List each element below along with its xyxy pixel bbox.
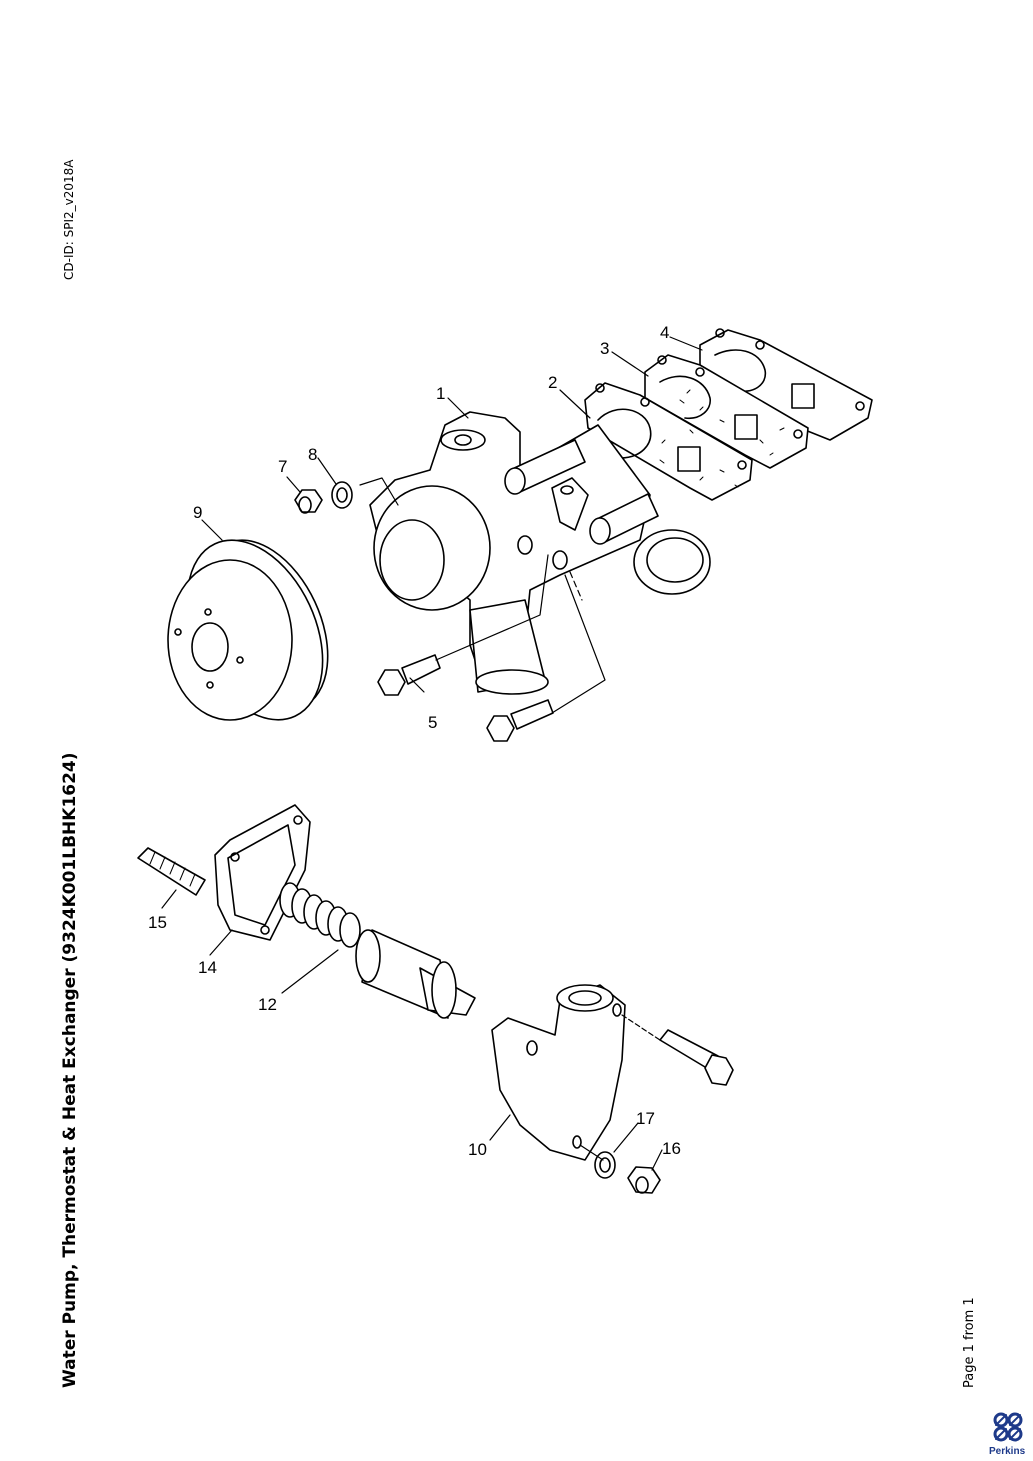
callout-16: 16 <box>662 1139 681 1158</box>
perkins-logo <box>993 1412 1023 1442</box>
assembly-lines-thermostat <box>579 1014 661 1161</box>
bolt-5b <box>486 699 554 742</box>
assembly-lines <box>359 477 606 714</box>
water-pump-body <box>369 411 711 695</box>
pulley <box>167 539 329 721</box>
callout-1: 1 <box>436 384 445 403</box>
nut-7 <box>294 489 323 514</box>
callout-15: 15 <box>148 913 167 932</box>
washer-8 <box>331 481 353 509</box>
bolt-5a <box>377 654 441 696</box>
gasket-2 <box>584 382 753 501</box>
callout-3: 3 <box>600 339 609 358</box>
callout-7: 7 <box>278 457 287 476</box>
callout-10: 10 <box>468 1140 487 1159</box>
spring-12 <box>279 882 361 948</box>
callout-17: 17 <box>636 1109 655 1128</box>
callout-4: 4 <box>660 323 669 342</box>
gasket-texture <box>659 429 739 488</box>
nut-16 <box>627 1166 661 1194</box>
callout-2: 2 <box>548 373 557 392</box>
bolt-housing <box>659 1029 734 1086</box>
stud-15 <box>137 847 206 896</box>
callout-labels: 1 2 3 4 5 7 8 9 10 12 14 15 16 17 <box>148 323 681 1159</box>
callout-14: 14 <box>198 958 217 977</box>
callout-leaders <box>161 336 703 1171</box>
thermostat-housing-10 <box>491 984 626 1161</box>
thermostat <box>355 929 476 1019</box>
callout-12: 12 <box>258 995 277 1014</box>
callout-8: 8 <box>308 445 317 464</box>
washer-17 <box>594 1151 616 1179</box>
callout-5: 5 <box>428 713 437 732</box>
callout-9: 9 <box>193 503 202 522</box>
perkins-logo-text: Perkins <box>989 1446 1026 1457</box>
